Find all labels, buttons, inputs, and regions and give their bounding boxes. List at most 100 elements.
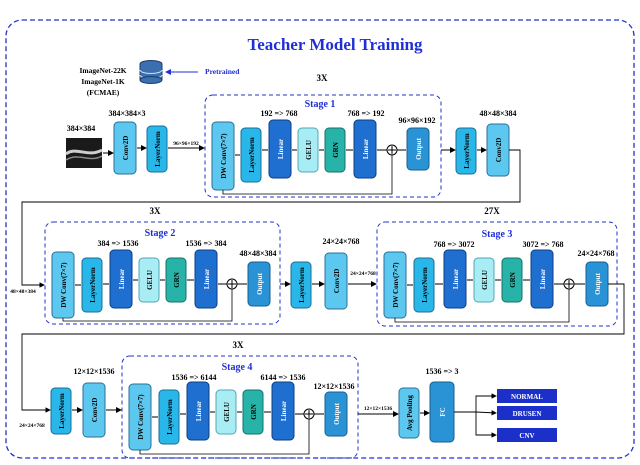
pretrained-label: Pretrained: [205, 67, 240, 76]
stage1-expand: 192 => 768: [260, 109, 297, 118]
svg-text:LayerNorm: LayerNorm: [298, 267, 306, 303]
stage1-repeat: 3X: [317, 73, 329, 83]
svg-text:Conv2D: Conv2D: [333, 269, 341, 294]
svg-text:GELU: GELU: [305, 140, 313, 160]
svg-text:DW Conv(7×7): DW Conv(7×7): [220, 133, 228, 179]
stage4-repeat: 3X: [233, 340, 245, 350]
svg-text:Linear: Linear: [118, 269, 126, 289]
class-cnv-label: CNV: [519, 432, 534, 440]
stage2-expand: 384 => 1536: [97, 239, 138, 248]
stage1-frame: [204, 94, 442, 198]
svg-text:Output: Output: [594, 272, 602, 294]
class-drusen-box: [497, 406, 557, 420]
outer-frame: [5, 19, 635, 459]
svg-text:GRN: GRN: [509, 272, 517, 288]
stage2-reduce: 1536 => 384: [185, 239, 226, 248]
connector-row1-row2: [21, 149, 521, 288]
top-conv-dim: 384×384×3: [108, 109, 145, 118]
source-imagenet1k: ImageNet-1K: [81, 77, 124, 86]
stage3-expand: 768 => 3072: [433, 240, 474, 249]
bottom-conv2d: [82, 382, 106, 438]
top-layernorm-label: LayerNorm: [154, 131, 162, 167]
row3-in-dim: 24×24×768: [19, 423, 45, 429]
svg-text:LayerNorm: LayerNorm: [58, 393, 66, 429]
database-icon: [139, 60, 163, 84]
diagram-title: Teacher Model Training: [247, 35, 423, 54]
stage2-frame: [44, 221, 281, 325]
svg-text:Linear: Linear: [362, 139, 370, 159]
stage2-out-dim: 48×48×384: [239, 249, 276, 258]
stage4-reduce: 6144 => 1536: [260, 373, 305, 382]
svg-text:GRN: GRN: [332, 142, 340, 158]
input-size-label: 384×384: [67, 124, 96, 133]
svg-text:Linear: Linear: [195, 401, 203, 421]
svg-text:GELU: GELU: [223, 402, 231, 422]
class-cnv-box: [497, 428, 557, 442]
svg-text:GRN: GRN: [250, 404, 258, 420]
top-mid-dim: 96×96×192: [173, 141, 199, 147]
stage3-frame: [376, 221, 618, 327]
top-layernorm-block: [146, 125, 168, 173]
svg-text:Output: Output: [333, 402, 341, 424]
svg-text:DW Conv(7×7): DW Conv(7×7): [60, 262, 68, 308]
stage4-out-dim: 12×12×1536: [313, 382, 354, 391]
svg-text:Conv2D: Conv2D: [495, 138, 503, 163]
svg-text:Linear: Linear: [203, 269, 211, 289]
source-fcmae: (FCMAE): [87, 88, 120, 97]
top-after-layernorm: [455, 127, 477, 175]
middle-conv-dim: 24×24×768: [322, 237, 359, 246]
class-drusen-label: DRUSEN: [513, 410, 542, 418]
stage3-repeat: 27X: [484, 206, 500, 216]
row2-in-dim: 48×48×384: [10, 289, 36, 295]
top-conv2d-block: [113, 121, 137, 175]
stage4-title: Stage 4: [222, 362, 253, 373]
stage2-blocks: DW Conv(7×7) LayerNorm Linear GELU GRN L…: [51, 249, 271, 322]
svg-text:Avg Pooling: Avg Pooling: [406, 395, 414, 431]
svg-text:GRN: GRN: [173, 272, 181, 288]
svg-text:DW Conv(7×7): DW Conv(7×7): [392, 262, 400, 308]
svg-text:Linear: Linear: [280, 401, 288, 421]
stage3-title: Stage 3: [482, 229, 513, 240]
svg-text:FC: FC: [439, 407, 447, 416]
middle-out-dim: 24×24×768: [350, 271, 376, 277]
svg-text:Linear: Linear: [539, 269, 547, 289]
stage3-blocks: DW Conv(7×7) LayerNorm Linear GELU GRN L…: [383, 249, 609, 323]
top-after-dim: 48×48×384: [479, 109, 516, 118]
stage1-reduce: 768 => 192: [347, 109, 384, 118]
svg-text:LayerNorm: LayerNorm: [166, 399, 174, 435]
stage3-reduce: 3072 => 768: [522, 240, 563, 249]
stage3-out-dim: 24×24×768: [577, 249, 614, 258]
svg-text:LayerNorm: LayerNorm: [89, 267, 97, 303]
bottom-out-dim: 12×12×1536: [364, 406, 393, 412]
bottom-layernorm: [50, 387, 72, 435]
svg-text:Output: Output: [415, 137, 423, 159]
top-conv2d-label: Conv2D: [122, 136, 130, 161]
stage4-expand: 1536 => 6144: [171, 373, 216, 382]
svg-text:Linear: Linear: [277, 139, 285, 159]
stage1-blocks: DW Conv(7×7) LayerNorm Linear GELU GRN L…: [211, 119, 430, 195]
bottom-conv-dim: 12×12×1536: [73, 367, 114, 376]
class-normal-box: [497, 389, 557, 403]
stage1-out-dim: 96×96×192: [398, 116, 435, 125]
svg-text:LayerNorm: LayerNorm: [421, 267, 429, 303]
stage2-repeat: 3X: [150, 206, 162, 216]
svg-text:DW Conv(7×7): DW Conv(7×7): [137, 394, 145, 440]
stage1-title: Stage 1: [305, 99, 336, 110]
stage2-title: Stage 2: [145, 228, 176, 239]
fc-dim: 1536 => 3: [425, 367, 458, 376]
source-imagenet22k: ImageNet-22K: [79, 66, 126, 75]
svg-text:GELU: GELU: [146, 270, 154, 290]
stage4-blocks: DW Conv(7×7) LayerNorm Linear GELU GRN L…: [128, 381, 348, 455]
svg-text:LayerNorm: LayerNorm: [248, 137, 256, 173]
connector-row2-row3: [21, 283, 625, 413]
svg-text:Conv2D: Conv2D: [91, 398, 99, 423]
svg-text:LayerNorm: LayerNorm: [463, 133, 471, 169]
avg-pooling-block: [398, 387, 420, 439]
stage4-frame: [121, 355, 359, 459]
middle-layernorm: [290, 261, 312, 309]
svg-text:Output: Output: [256, 272, 264, 294]
svg-text:GELU: GELU: [481, 270, 489, 290]
svg-text:Linear: Linear: [452, 269, 460, 289]
middle-conv2d: [324, 252, 348, 310]
